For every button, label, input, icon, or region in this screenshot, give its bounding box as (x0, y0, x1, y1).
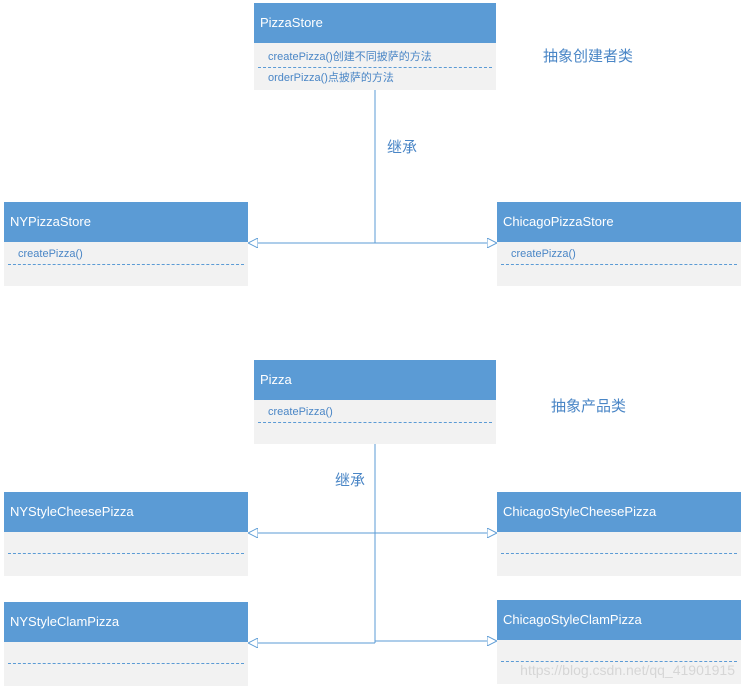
method-createpizza: createPizza()创建不同披萨的方法 (268, 51, 432, 63)
class-nypizzastore: NYPizzaStore createPizza() (4, 202, 248, 286)
method-divider (501, 661, 737, 662)
note-abstract-creator: 抽象创建者类 (543, 48, 634, 65)
class-chicagostyleclampizza: ChicagoStyleClamPizza (497, 600, 741, 684)
attribute-section (4, 532, 248, 553)
class-name: NYStyleCheesePizza (4, 492, 248, 532)
method-divider (8, 663, 244, 664)
method-divider (501, 264, 737, 265)
class-name: ChicagoPizzaStore (497, 202, 741, 242)
class-chicagostylecheesepizza: ChicagoStyleCheesePizza (497, 492, 741, 576)
attribute-section (497, 640, 741, 661)
method-divider (8, 264, 244, 265)
method-divider (501, 553, 737, 554)
class-name: Pizza (254, 360, 496, 400)
class-name: ChicagoStyleCheesePizza (497, 492, 741, 532)
class-nystyleclampizza: NYStyleClamPizza (4, 602, 248, 686)
method-divider (8, 553, 244, 554)
note-abstract-product: 抽象产品类 (551, 398, 627, 415)
method-orderpizza: orderPizza()点披萨的方法 (268, 72, 394, 84)
inheritance-label: 继承 (387, 139, 418, 156)
attribute-section (497, 532, 741, 553)
class-name: NYPizzaStore (4, 202, 248, 242)
class-name: PizzaStore (254, 3, 496, 43)
class-nystylecheesepizza: NYStyleCheesePizza (4, 492, 248, 576)
class-name: NYStyleClamPizza (4, 602, 248, 642)
class-chicagopizzastore: ChicagoPizzaStore createPizza() (497, 202, 741, 286)
class-pizza: Pizza createPizza() (254, 360, 496, 444)
inheritance-label: 继承 (335, 472, 366, 489)
method-createpizza: createPizza() (18, 248, 83, 260)
method-createpizza: createPizza() (511, 248, 576, 260)
method-createpizza: createPizza() (268, 406, 333, 418)
class-name: ChicagoStyleClamPizza (497, 600, 741, 640)
attribute-section (4, 642, 248, 663)
method-divider (258, 422, 492, 423)
method-divider (258, 67, 492, 68)
watermark: https://blog.csdn.net/qq_41901915 (520, 662, 735, 678)
class-pizzastore: PizzaStore createPizza()创建不同披萨的方法 orderP… (254, 3, 496, 90)
